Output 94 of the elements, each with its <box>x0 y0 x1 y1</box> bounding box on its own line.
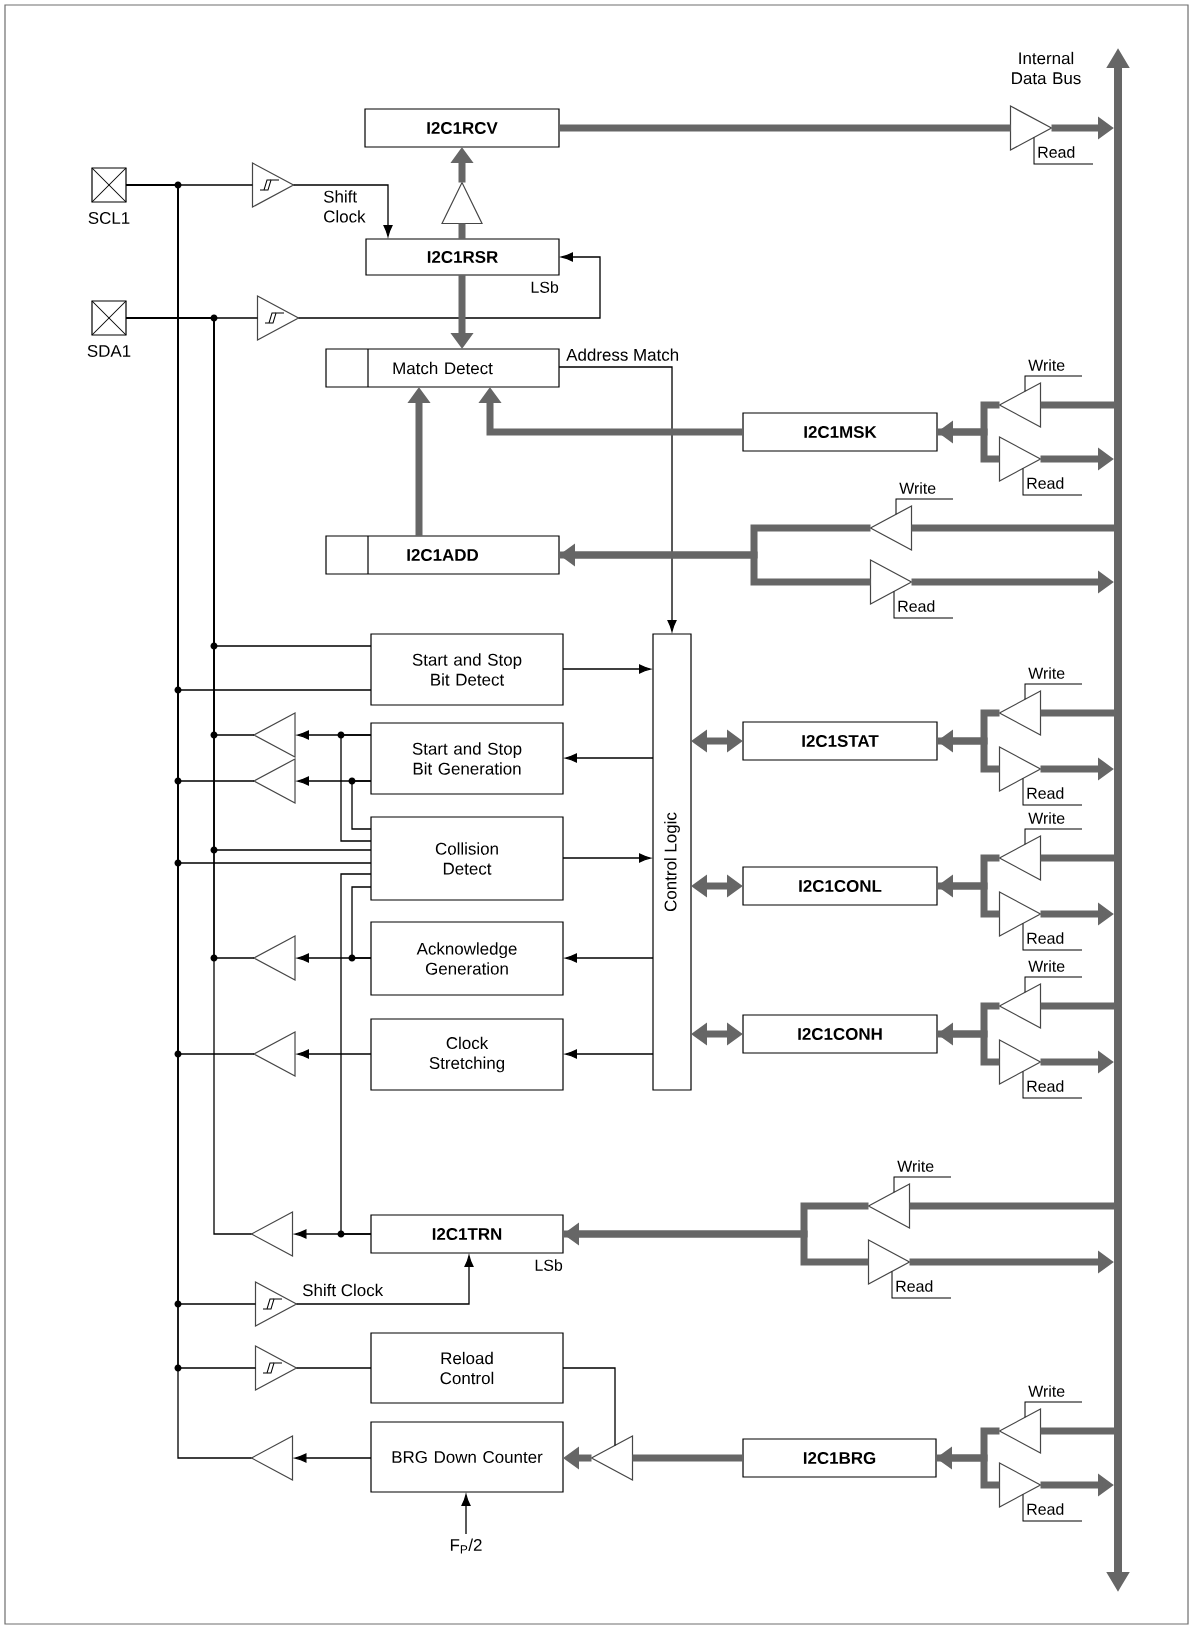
signal-line <box>125 317 253 1235</box>
bus-label: Internal Data Bus <box>1012 51 1081 85</box>
block-box: Start and Stop Bit Detect <box>370 633 564 706</box>
enable-label: Write <box>1024 1385 1083 1418</box>
enable-label: Read <box>1022 467 1083 496</box>
data-path <box>1040 709 1114 717</box>
register-box: I2C1RCV <box>364 108 560 148</box>
signal-arrow <box>297 252 601 319</box>
signal-arrow <box>562 853 651 863</box>
block-box: Acknowledge Generation <box>370 921 564 996</box>
enable-label: Write <box>1024 812 1083 845</box>
signal-line <box>562 1367 616 1447</box>
data-path <box>1040 1427 1114 1435</box>
block-box: BRG Down Counter <box>370 1421 564 1493</box>
edge-label: Shift Clock <box>322 189 380 224</box>
signal-arrow <box>565 953 654 963</box>
enable-label: Write <box>893 1160 952 1193</box>
buffer-symbol <box>441 181 483 225</box>
data-path <box>937 882 1000 918</box>
data-path <box>911 524 1114 532</box>
register-box: I2C1CONH <box>742 1014 938 1054</box>
data-path <box>559 551 871 586</box>
signal-line <box>340 734 372 842</box>
buffer-symbol <box>252 712 296 758</box>
bit-label: LSb <box>531 281 559 293</box>
enable-label: Write <box>1024 359 1083 392</box>
buffer-symbol <box>252 1031 296 1077</box>
buffer-symbol <box>998 983 1042 1029</box>
block-box: Reload Control <box>370 1332 564 1404</box>
signal-arrow <box>461 1494 471 1535</box>
signal-line <box>340 873 372 1235</box>
register-box: I2C1TRN <box>370 1214 564 1254</box>
buffer-symbol <box>252 935 296 981</box>
pin-label: SCL1 <box>88 212 130 224</box>
enable-label: Read <box>1022 1493 1083 1522</box>
block-box: Clock Stretching <box>370 1018 564 1091</box>
signal-arrow <box>558 366 677 632</box>
register-box: I2C1CONL <box>742 866 938 906</box>
data-path <box>937 428 1000 463</box>
block-box: Match Detect <box>325 348 560 388</box>
data-path <box>1040 1002 1114 1010</box>
bit-label: LSb <box>535 1259 563 1271</box>
signal-line <box>351 886 372 959</box>
enable-label: Read <box>1022 777 1083 806</box>
data-path <box>909 1202 1114 1210</box>
signal-arrow <box>562 664 651 674</box>
block-box: Collision Detect <box>370 816 564 901</box>
signal-arrow <box>294 1453 372 1463</box>
data-path <box>1040 854 1114 862</box>
pin-label: SDA1 <box>87 345 131 357</box>
register-box: I2C1BRG <box>742 1438 937 1478</box>
register-box: I2C1ADD <box>325 535 560 575</box>
enable-label: Read <box>1033 136 1094 165</box>
register-box: I2C1MSK <box>742 412 938 452</box>
signal-arrow <box>297 1049 372 1059</box>
enable-label: Write <box>1024 960 1083 993</box>
register-box: I2C1RSR <box>365 238 560 276</box>
enable-label: Read <box>1022 922 1083 951</box>
buffer-symbol <box>869 505 913 551</box>
enable-label: Write <box>895 482 954 515</box>
data-path <box>559 124 1011 132</box>
block-box: Start and Stop Bit Generation <box>370 722 564 795</box>
signal-line <box>295 1367 372 1369</box>
enable-label: Read <box>1022 1070 1083 1099</box>
signal-arrow <box>565 753 654 763</box>
clock-source-label: F$_{P}$/2 <box>450 1538 482 1554</box>
register-box: I2C1STAT <box>742 721 938 761</box>
signal-arrow <box>292 184 393 237</box>
buffer-symbol <box>998 382 1042 428</box>
buffer-symbol <box>867 1183 911 1229</box>
edge-label: Shift Clock <box>301 1282 385 1298</box>
data-path <box>937 1030 1000 1066</box>
schmitt-trigger-symbol <box>254 1345 298 1391</box>
logic-block: Control Logic <box>652 633 692 1091</box>
schmitt-trigger-symbol <box>256 295 300 341</box>
buffer-symbol <box>250 1211 294 1257</box>
data-path <box>563 1230 869 1266</box>
enable-label: Read <box>893 590 954 619</box>
data-path <box>936 1454 1000 1489</box>
signal-arrow <box>565 1049 654 1059</box>
enable-label: Write <box>1024 667 1083 700</box>
buffer-symbol <box>998 835 1042 881</box>
signal-arrow <box>295 1255 474 1305</box>
data-path <box>632 1454 743 1462</box>
schmitt-trigger-symbol <box>254 1281 298 1327</box>
data-path <box>458 223 466 239</box>
signal-line <box>351 780 372 830</box>
buffer-symbol <box>998 690 1042 736</box>
data-path <box>1040 401 1114 409</box>
enable-label: Read <box>891 1270 952 1299</box>
schmitt-trigger-symbol <box>251 162 295 208</box>
buffer-symbol <box>252 758 296 804</box>
data-path <box>937 737 1000 773</box>
edge-label: Address Match <box>565 347 681 362</box>
